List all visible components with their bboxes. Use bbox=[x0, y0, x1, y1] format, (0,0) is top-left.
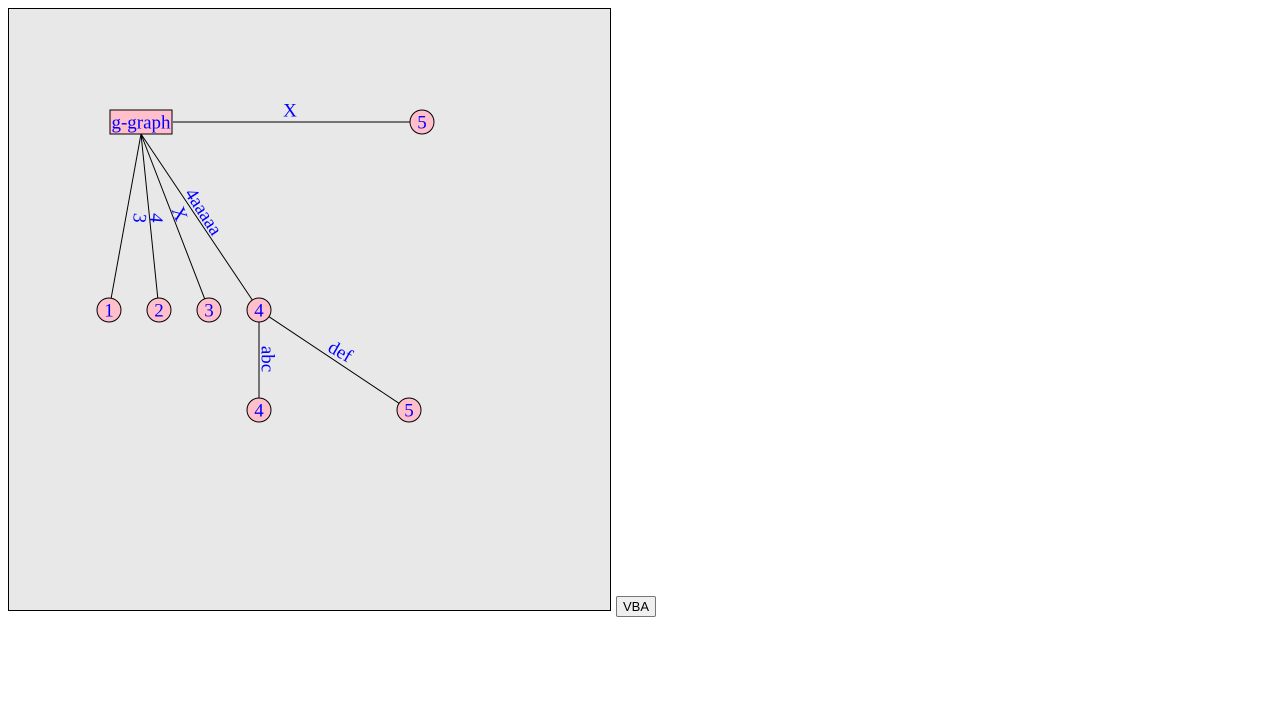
node-label: 5 bbox=[404, 401, 414, 422]
node-label: 3 bbox=[204, 301, 214, 322]
node-circle-n4b bbox=[246, 397, 272, 423]
edge-root-n1 bbox=[110, 133, 142, 299]
edge-root-n2 bbox=[140, 133, 159, 299]
root-node-box bbox=[109, 109, 173, 135]
node-circle-n3 bbox=[196, 297, 222, 323]
edge-label: X bbox=[283, 101, 297, 122]
edge-label: def bbox=[324, 337, 356, 368]
edge-root-n4 bbox=[140, 133, 253, 301]
node-label: 1 bbox=[104, 301, 114, 322]
root-node-label: g-graph bbox=[111, 113, 171, 134]
edge-root-n3 bbox=[140, 133, 206, 299]
node-label: 4 bbox=[254, 301, 264, 322]
node-circle-n5a bbox=[409, 109, 435, 135]
edge-label: 3 bbox=[128, 212, 150, 224]
node-circle-n1 bbox=[96, 297, 122, 323]
node-label: 2 bbox=[154, 301, 164, 322]
edge-label: abc bbox=[257, 346, 278, 372]
node-label: 4 bbox=[254, 401, 264, 422]
edge-label: 4 bbox=[145, 212, 167, 224]
node-label: 5 bbox=[417, 113, 427, 134]
vba-button[interactable]: VBA bbox=[616, 596, 657, 617]
node-circle-n4 bbox=[246, 297, 272, 323]
node-circle-n5b bbox=[396, 397, 422, 423]
node-circle-n2 bbox=[146, 297, 172, 323]
edge-n4-n5b bbox=[268, 316, 400, 404]
